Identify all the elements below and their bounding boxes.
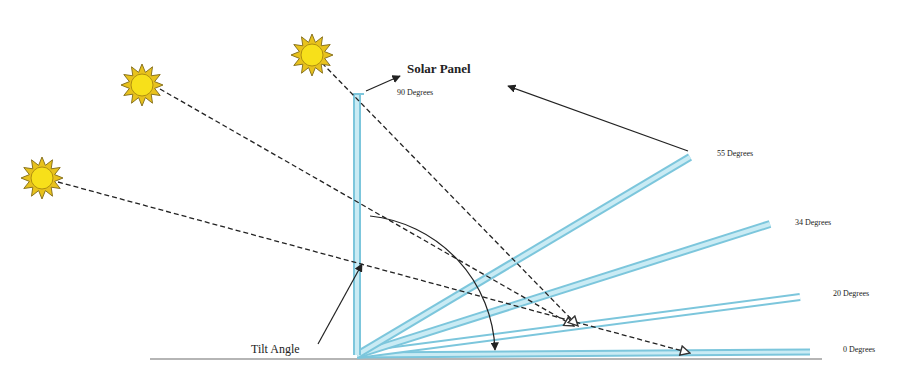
angle-label: 34 Degrees: [794, 219, 832, 228]
leader-line: [318, 264, 362, 344]
sun-icon: [291, 34, 333, 76]
solar-panels: [353, 94, 810, 355]
angle-label: 90 Degrees: [396, 89, 434, 98]
sun-rays: [58, 63, 690, 353]
ground-line: [150, 358, 822, 360]
tilt-label: Tilt Angle: [250, 343, 301, 356]
sun-icons: [21, 34, 333, 199]
angle-label: 20 Degrees: [832, 290, 870, 299]
sun-icon: [21, 157, 63, 199]
leader-line: [366, 76, 400, 91]
sun-icon: [121, 64, 163, 106]
leader-line: [508, 86, 688, 151]
title-label: Solar Panel: [406, 62, 472, 76]
tilt-arc: [370, 216, 495, 350]
angle-label: 0 Degrees: [842, 346, 876, 355]
angle-label: 55 Degrees: [716, 150, 754, 159]
